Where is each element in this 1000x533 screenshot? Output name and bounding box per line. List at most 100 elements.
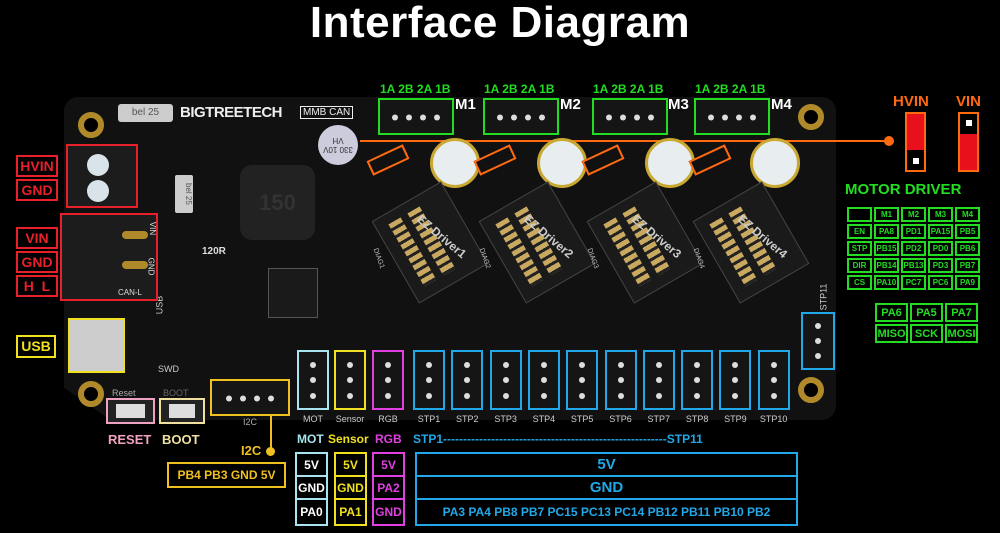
i2c-pins-label: PB4 PB3 GND 5V — [167, 462, 286, 488]
stp-pin-row: 5V — [417, 454, 796, 477]
motor-label: M2 — [560, 96, 581, 113]
sensor-pin: 5V — [336, 454, 365, 477]
pin-icon — [122, 261, 148, 269]
hvin-jumper-icon — [905, 112, 926, 172]
motor-driver-cell: PA9 — [955, 275, 980, 290]
rgb-pin: GND — [375, 505, 402, 520]
motor-driver-cell: PB7 — [955, 258, 980, 273]
spi-cell: PA6 — [875, 303, 908, 322]
sensor-pin: PA1 — [339, 505, 362, 520]
silk-reset: Reset — [112, 388, 136, 398]
reset-label: RESET — [108, 432, 152, 447]
connector-stp9[interactable] — [719, 350, 752, 410]
connector-rgb[interactable] — [372, 350, 404, 410]
usb-label: USB — [16, 335, 56, 358]
i2c-dot — [266, 447, 275, 456]
motor-connector-m3[interactable] — [592, 98, 668, 135]
sensor-pin: GND — [336, 477, 365, 501]
silk-vin: VIN — [148, 221, 158, 236]
motor-connector-m4[interactable] — [694, 98, 770, 135]
connector-sensor[interactable] — [334, 350, 366, 410]
motor-driver-cell: PB14 — [874, 258, 899, 273]
mot-header: MOT — [297, 432, 324, 446]
motor-label: M1 — [455, 96, 476, 113]
motor-driver-cell: M4 — [955, 207, 980, 222]
mcu-chip — [268, 268, 318, 318]
vin-jumper-icon — [958, 112, 979, 172]
screw-icon — [87, 180, 109, 202]
hvin-gnd-label: GND — [16, 179, 58, 201]
fuse-2: bel 25 — [175, 175, 193, 213]
motor-driver-cell: PC6 — [928, 275, 953, 290]
motor-driver-cell: PB15 — [874, 241, 899, 256]
silk-i2c: I2C — [243, 417, 258, 427]
mounting-hole — [78, 381, 104, 407]
connector-stp11[interactable] — [801, 312, 835, 370]
connector-stp4[interactable] — [527, 350, 560, 410]
stp-pin-row: GND — [417, 477, 796, 501]
motor-label: M3 — [668, 96, 689, 113]
motor-driver-cell: PB13 — [901, 258, 926, 273]
stp-header: STP1------------------------------------… — [413, 432, 703, 446]
connector-label: STP1 — [417, 414, 441, 424]
i2c-leader-line — [270, 416, 272, 452]
motor-driver-title: MOTOR DRIVER — [845, 181, 962, 198]
connector-stp7[interactable] — [642, 350, 675, 410]
rgb-header: RGB — [375, 432, 402, 446]
silk-can-l: CAN-L — [118, 288, 143, 297]
connector-stp8[interactable] — [681, 350, 714, 410]
stp-pin-row: PA3 PA4 PB8 PB7 PC15 PC13 PC14 PB12 PB11… — [442, 505, 771, 520]
capacitor — [645, 138, 695, 188]
capacitor — [750, 138, 800, 188]
rgb-pin: 5V — [374, 454, 403, 477]
vin-label-box: VIN GND H L — [16, 227, 58, 297]
motor-driver-cell: PA8 — [874, 224, 899, 239]
connector-mot[interactable] — [297, 350, 329, 410]
hvin-jumper-label: HVIN — [893, 93, 929, 110]
vin-gnd-label: GND — [16, 251, 58, 273]
i2c-connector[interactable] — [210, 379, 290, 416]
motor-driver-cell: PA10 — [874, 275, 899, 290]
motor-driver-cell: STP — [847, 241, 872, 256]
spi-cell: SCK — [910, 324, 943, 343]
connector-stp5[interactable] — [566, 350, 599, 410]
reset-button[interactable] — [106, 398, 155, 424]
motor-connector-m2[interactable] — [483, 98, 559, 135]
spi-cell: MOSI — [945, 324, 978, 343]
motor-driver-cell: DIR — [847, 258, 872, 273]
connector-stp1[interactable] — [413, 350, 445, 410]
connector-label: STP8 — [685, 414, 709, 424]
sensor-header: Sensor — [328, 432, 369, 446]
vin-jumper-label: VIN — [956, 93, 982, 110]
connector-label: STP5 — [570, 414, 594, 424]
motor-label: M4 — [771, 96, 792, 113]
motor-driver-cell: EN — [847, 224, 872, 239]
connector-stp6[interactable] — [604, 350, 637, 410]
hvin-label: HVIN — [16, 155, 58, 177]
boot-label: BOOT — [162, 432, 200, 447]
motor-driver-cell: PB6 — [955, 241, 980, 256]
silk-swd: SWD — [158, 364, 179, 374]
hvin-terminal[interactable] — [66, 144, 138, 208]
connector-label: RGB — [378, 414, 398, 424]
connector-stp10[interactable] — [757, 350, 790, 410]
motor-driver-cell: PA15 — [928, 224, 953, 239]
connector-label: STP2 — [456, 414, 479, 424]
connector-label: STP3 — [494, 414, 517, 424]
jumper-leader-line — [360, 140, 890, 142]
resistor-label: 120R — [202, 246, 226, 257]
silk-gnd: GND — [146, 257, 156, 276]
vin-can-terminal[interactable] — [60, 213, 158, 301]
connector-label: STP4 — [532, 414, 556, 424]
motor-connector-m1[interactable] — [378, 98, 454, 135]
boot-button[interactable] — [159, 398, 205, 424]
connector-stp2[interactable] — [451, 350, 484, 410]
connector-stp3[interactable] — [489, 350, 522, 410]
brand-logo: BIGTREETECH — [180, 104, 283, 121]
usb-port[interactable] — [68, 318, 125, 373]
motor-driver-cell: PB5 — [955, 224, 980, 239]
motor-driver-cell — [847, 207, 872, 222]
